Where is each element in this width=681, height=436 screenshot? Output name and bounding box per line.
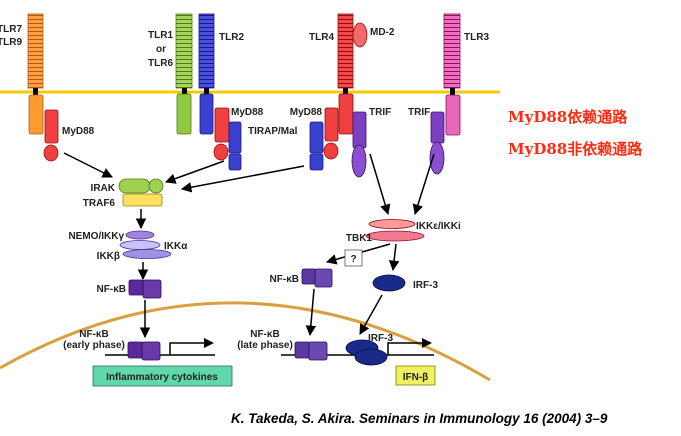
md2-protein [352, 22, 368, 48]
nfkb-dimer [301, 268, 333, 288]
ikke-label: IKKε/IKKi [416, 221, 461, 232]
tirap-label: TIRAP/Mal [248, 126, 298, 137]
late-phase-label: (late phase) [237, 340, 293, 351]
unknown-step-label: ? [350, 254, 356, 265]
tlr1-label: TLR1 [148, 30, 173, 41]
inflammatory-cytokines-box [92, 365, 233, 387]
trif-label: TRIF [408, 107, 430, 118]
tlr1-tlr6-receptor [175, 13, 193, 135]
pathway-arrows [63, 152, 435, 339]
tlr4-receptor [337, 13, 368, 135]
nfkb-label: NF-κB [270, 274, 299, 285]
irf3-protein [372, 274, 406, 292]
myd88-label: MyD88 [290, 107, 323, 118]
ikk-complex [119, 230, 172, 259]
myd88-independent-label: MyD88非依赖通路 [508, 140, 643, 158]
tlr3-receptor [429, 13, 461, 175]
irak-label: IRAK [91, 183, 116, 194]
ifn-beta-label: IFN-β [403, 372, 429, 383]
ifn-beta-box [395, 365, 436, 386]
tlr4-adaptors [309, 107, 367, 178]
or-label: or [156, 44, 166, 55]
inflammatory-cytokines-label: Inflammatory cytokines [106, 372, 218, 383]
nemo-label: NEMO/IKKγ [68, 231, 124, 242]
nfkb-label: NF-κB [97, 284, 126, 295]
nfkb-late-label: NF-κB [250, 329, 279, 340]
myd88-tirap-complex [213, 107, 242, 171]
myd88-dependent-label: MyD88依赖通路 [508, 108, 628, 126]
nuclear-membrane [0, 301, 491, 382]
md2-label: MD-2 [370, 27, 395, 38]
citation: K. Takeda, S. Akira. Seminars in Immunol… [231, 411, 608, 426]
ikka-label: IKKα [164, 241, 188, 252]
late-promoter [281, 338, 434, 366]
tlr7-tlr9-receptor [27, 13, 44, 135]
early-promoter [105, 338, 215, 361]
unknown-step-box [344, 249, 363, 267]
tbk1-label: TBK1 [346, 233, 373, 244]
tlr4-label: TLR4 [309, 32, 334, 43]
myd88-label: MyD88 [62, 126, 95, 137]
nfkb-dimer [128, 279, 162, 299]
tlr2-receptor [198, 13, 215, 135]
myd88-label: MyD88 [231, 107, 264, 118]
irf3-label: IRF-3 [413, 280, 438, 291]
trif-label: TRIF [369, 107, 391, 118]
tlr7-label: TLR7 [0, 24, 22, 35]
tlr3-label: TLR3 [464, 32, 489, 43]
nfkb-early-label: NF-κB [79, 329, 108, 340]
tbk1-ikke-complex [365, 219, 425, 242]
early-phase-label: (early phase) [63, 340, 125, 351]
ikkb-label: IKKβ [97, 251, 120, 262]
traf6-label: TRAF6 [83, 198, 116, 209]
irak-traf6-complex [118, 178, 164, 207]
myd88-protein [43, 109, 59, 162]
irf3-nuclear-label: IRF-3 [368, 333, 393, 344]
tlr6-label: TLR6 [148, 58, 173, 69]
tlr2-label: TLR2 [219, 32, 244, 43]
tlr9-label: TLR9 [0, 37, 22, 48]
